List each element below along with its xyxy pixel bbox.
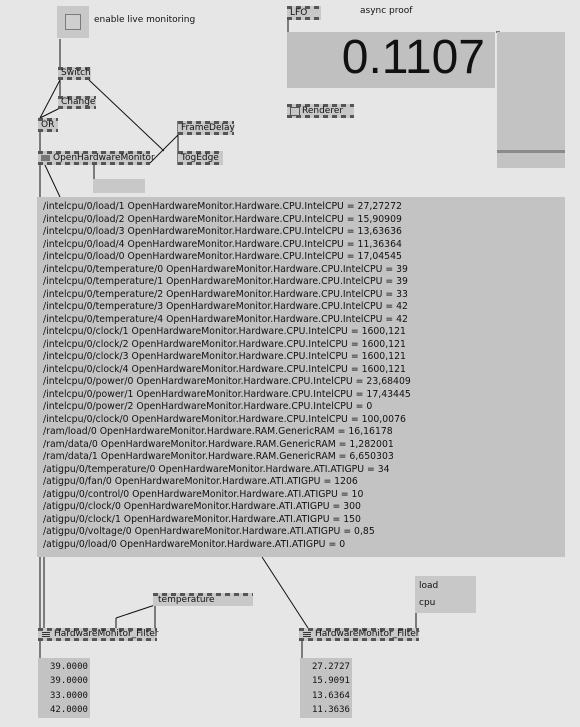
sensor-line: /intelcpu/0/power/1 OpenHardwareMonitor.…	[43, 388, 411, 400]
filter-right-label: HardwareMonitor_Filter	[315, 629, 420, 639]
sensor-line: /ram/data/1 OpenHardwareMonitor.Hardware…	[43, 451, 394, 462]
togedge-node-label: TogEdge	[181, 153, 219, 163]
value-cell: 27.2727	[312, 662, 350, 672]
sensor-line: /intelcpu/0/load/2 OpenHardwareMonitor.H…	[43, 213, 402, 225]
filter-term-load: load	[419, 581, 439, 591]
empty-io-box[interactable]	[93, 179, 145, 193]
value-cell: 15.9091	[312, 676, 350, 686]
sensor-line: /intelcpu/0/temperature/0 OpenHardwareMo…	[43, 263, 408, 275]
sensor-line: /atigpu/0/voltage/0 OpenHardwareMonitor.…	[43, 526, 375, 537]
sensor-line: /intelcpu/0/load/3 OpenHardwareMonitor.H…	[43, 226, 402, 237]
sensor-line: /atigpu/0/load/0 OpenHardwareMonitor.Har…	[43, 538, 346, 550]
switch-node-label: Switch	[61, 68, 91, 78]
left-values-box[interactable]: 39.0000 39.0000 33.0000 42.0000	[38, 658, 90, 718]
sensor-line: /intelcpu/0/clock/0 OpenHardwareMonitor.…	[43, 413, 406, 425]
temperature-input-label: temperature	[158, 595, 215, 605]
lfo-node[interactable]: LFO	[287, 6, 321, 20]
sensor-line: /intelcpu/0/temperature/3 OpenHardwareMo…	[43, 301, 408, 312]
filter-left-label: HardwareMonitor_Filter	[54, 629, 159, 639]
filter-terms-input[interactable]: load cpu	[415, 576, 476, 613]
sensor-line: /atigpu/0/clock/1 OpenHardwareMonitor.Ha…	[43, 513, 361, 525]
sensor-line: /intelcpu/0/temperature/1 OpenHardwareMo…	[43, 276, 408, 287]
framedelay-node[interactable]: FrameDelay	[178, 121, 235, 135]
value-cell: 13.6364	[312, 691, 350, 701]
lfo-value: 0.1107	[341, 31, 485, 84]
sensor-line: /atigpu/0/temperature/0 OpenHardwareMoni…	[43, 463, 390, 475]
sensor-line: /intelcpu/0/clock/4 OpenHardwareMonitor.…	[43, 363, 406, 375]
temperature-input[interactable]: temperature	[153, 593, 253, 606]
change-node[interactable]: Change	[58, 96, 96, 109]
hardwaremonitor-filter-left[interactable]: HardwareMonitor_Filter	[38, 628, 159, 641]
sensor-line: /intelcpu/0/temperature/4 OpenHardwareMo…	[43, 313, 408, 325]
or-node[interactable]: OR	[38, 118, 58, 132]
vertical-slider[interactable]	[497, 32, 565, 168]
change-node-label: Change	[61, 97, 96, 107]
sensor-line: /intelcpu/0/clock/2 OpenHardwareMonitor.…	[43, 338, 406, 350]
sensor-line: /intelcpu/0/power/0 OpenHardwareMonitor.…	[43, 376, 411, 387]
value-cell: 39.0000	[50, 676, 88, 686]
sensor-line: /intelcpu/0/temperature/2 OpenHardwareMo…	[43, 288, 408, 300]
or-node-label: OR	[41, 120, 55, 130]
sensor-line: /intelcpu/0/clock/3 OpenHardwareMonitor.…	[43, 351, 406, 362]
sensor-line: /ram/load/0 OpenHardwareMonitor.Hardware…	[43, 426, 393, 437]
sensor-line: /atigpu/0/fan/0 OpenHardwareMonitor.Hard…	[43, 476, 358, 487]
hardwaremonitor-filter-right[interactable]: HardwareMonitor_Filter	[299, 628, 419, 641]
list-icon	[303, 632, 311, 637]
toggle-box-icon	[65, 14, 81, 30]
lfo-value-box[interactable]: 0.1107	[287, 32, 495, 88]
value-cell: 39.0000	[50, 662, 88, 672]
lfo-node-label: LFO	[290, 8, 308, 18]
sensor-line: /atigpu/0/clock/0 OpenHardwareMonitor.Ha…	[43, 501, 361, 512]
sensor-line: /intelcpu/0/load/1 OpenHardwareMonitor.H…	[43, 201, 402, 212]
renderer-node[interactable]: Renderer	[287, 104, 354, 118]
sensor-line: /intelcpu/0/power/2 OpenHardwareMonitor.…	[43, 401, 373, 412]
sensor-text-panel: /intelcpu/0/load/1 OpenHardwareMonitor.H…	[37, 197, 565, 557]
window-icon	[290, 107, 300, 116]
togedge-node[interactable]: TogEdge	[178, 151, 223, 165]
slider-handle[interactable]	[497, 150, 565, 153]
filter-term-cpu: cpu	[419, 598, 436, 608]
toggle-label: enable live monitoring	[94, 15, 196, 25]
async-label: async proof	[360, 6, 413, 16]
list-icon	[42, 632, 50, 637]
switch-node[interactable]: Switch	[58, 67, 91, 80]
sensor-line: /atigpu/0/control/0 OpenHardwareMonitor.…	[43, 488, 364, 500]
value-cell: 33.0000	[50, 691, 88, 701]
openhardwaremonitor-node[interactable]: OpenHardwareMonitor	[38, 151, 155, 165]
renderer-node-label: Renderer	[302, 106, 344, 116]
sensor-line: /intelcpu/0/load/4 OpenHardwareMonitor.H…	[43, 238, 402, 250]
framedelay-node-label: FrameDelay	[181, 123, 235, 133]
openhardwaremonitor-node-label: OpenHardwareMonitor	[53, 153, 155, 163]
sensor-line: /intelcpu/0/load/0 OpenHardwareMonitor.H…	[43, 251, 402, 262]
value-cell: 42.0000	[50, 705, 88, 715]
live-monitoring-toggle[interactable]	[57, 6, 89, 38]
right-values-box[interactable]: 27.2727 15.9091 13.6364 11.3636	[300, 658, 352, 718]
sensor-line: /intelcpu/0/clock/1 OpenHardwareMonitor.…	[43, 326, 406, 337]
value-cell: 11.3636	[312, 705, 350, 715]
sensor-line: /ram/data/0 OpenHardwareMonitor.Hardware…	[43, 438, 394, 450]
folder-icon	[41, 155, 50, 161]
